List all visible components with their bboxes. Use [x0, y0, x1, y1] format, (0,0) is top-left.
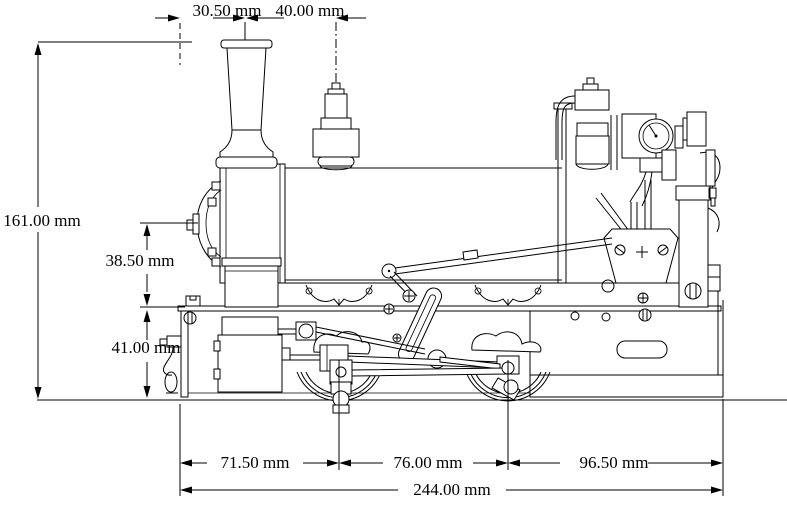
boiler: [285, 167, 562, 281]
dim-label-chimney-offset: 30.50 mm: [193, 1, 262, 20]
reverser-quadrant: [603, 228, 679, 284]
dim-label-wheelbase: 76.00 mm: [394, 453, 463, 472]
valve-gear: [315, 237, 613, 414]
dim-label-rear-overhang: 96.50 mm: [580, 453, 649, 472]
dim-label-overall-length: 244.00 mm: [413, 480, 490, 499]
front-coupling: [159, 335, 182, 394]
safety-valve: [312, 22, 360, 171]
chimney: [215, 22, 278, 169]
dim-label-footplate-height: 41.00 mm: [112, 338, 181, 357]
pressure-gauge: [621, 113, 674, 159]
cab-fittings: [553, 77, 721, 292]
dim-label-front-overhang: 71.50 mm: [221, 453, 290, 472]
dim-label-door-height: 38.50 mm: [106, 251, 175, 270]
dim-label-safety-valve-offset: 40.00 mm: [276, 1, 345, 20]
dimension-annotations: 30.50 mm 40.00 mm 161.00 mm 38.50 mm 41.…: [3, 1, 724, 499]
dim-label-overall-height: 161.00 mm: [3, 211, 80, 230]
front-box: [221, 257, 282, 308]
leaf-springs: [305, 284, 542, 306]
lubricator-tank: [675, 185, 711, 308]
smokebox-door-handle: [186, 213, 200, 235]
chassis: [177, 279, 724, 398]
cylinder-assembly: [213, 316, 320, 393]
